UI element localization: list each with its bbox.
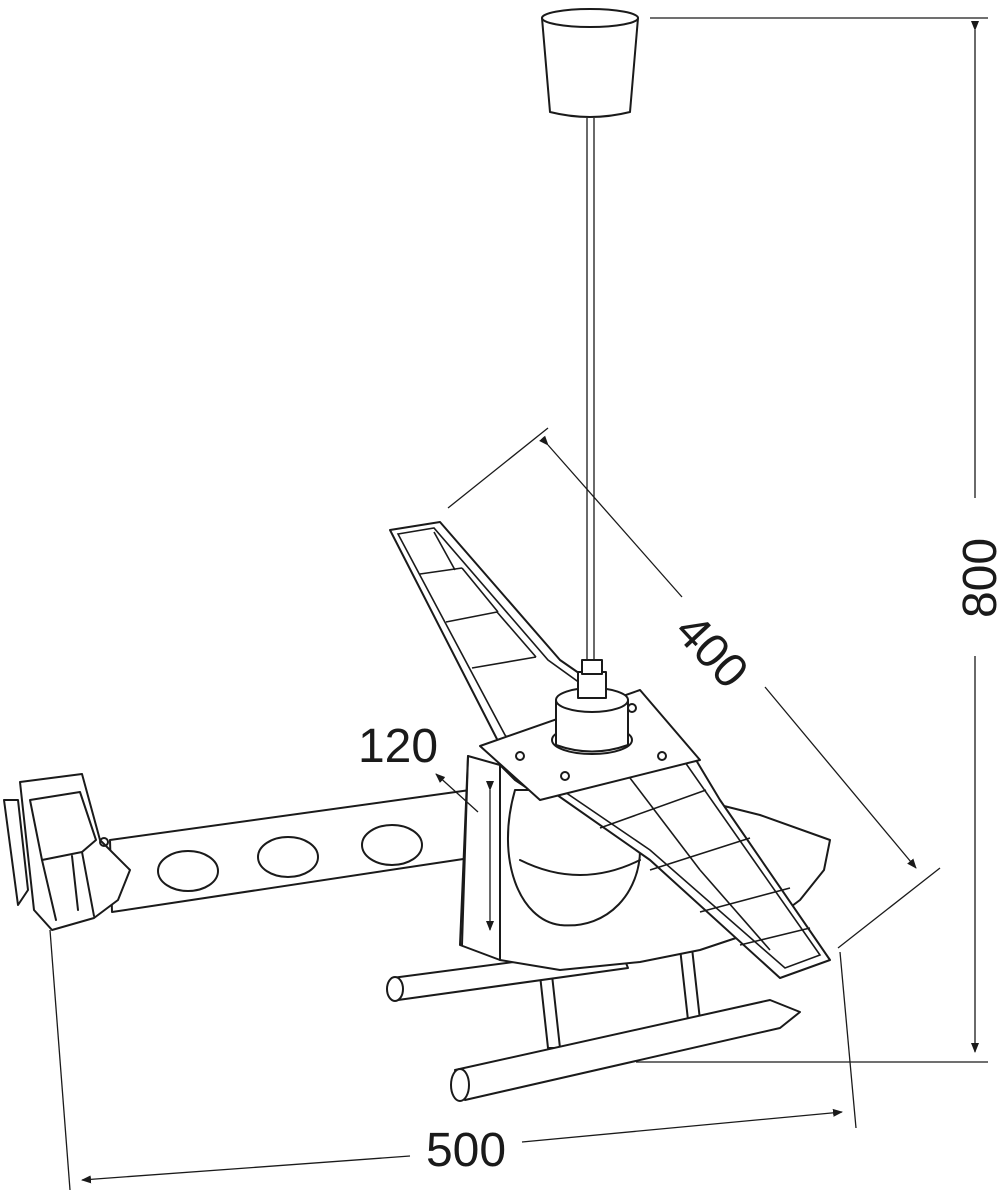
length-label: 500 xyxy=(426,1124,506,1177)
wing-span-dimension xyxy=(447,427,941,949)
tail-boom-label: 120 xyxy=(358,720,438,773)
tail-boom xyxy=(109,789,471,913)
tail-fin xyxy=(3,773,131,931)
suspension-cable xyxy=(586,118,595,660)
wing-span-label: 400 xyxy=(665,604,758,699)
height-label: 800 xyxy=(954,538,1000,618)
height-dimension xyxy=(636,17,988,1063)
landing-skids xyxy=(386,947,801,1102)
lamp-holder xyxy=(479,659,701,801)
tail-boom-dimension xyxy=(435,773,494,931)
ceiling-canopy xyxy=(541,8,639,118)
length-dimension xyxy=(49,929,857,1191)
